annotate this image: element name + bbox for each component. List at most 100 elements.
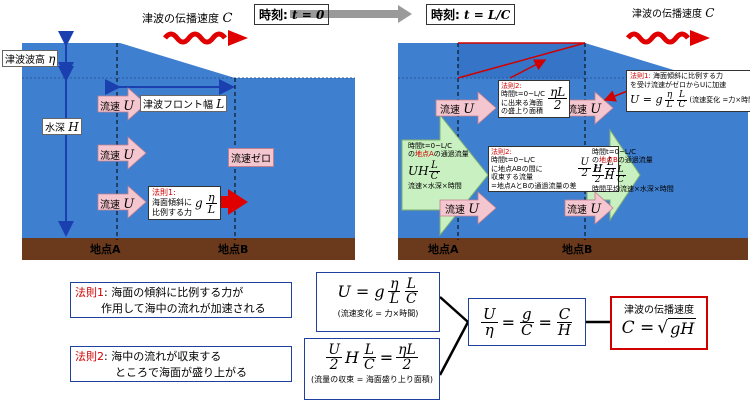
- sqrt-sign-icon: √: [657, 318, 669, 338]
- result-lhs: C =: [621, 318, 655, 338]
- inflow-den: C: [430, 170, 439, 182]
- law2-mid-box: 法則2: 時間t=0~L/C に地点ABの間に 収束する流量 =地点AとBの通過…: [488, 146, 620, 192]
- left-law1-title: 法則1:: [152, 188, 176, 197]
- result-rad: gH: [668, 318, 697, 338]
- left-flow-1: 流速 U: [100, 98, 134, 114]
- bottom-connectors: [438, 296, 610, 376]
- right-seabed: [398, 238, 748, 260]
- eq3-den2: C: [521, 320, 533, 339]
- inflow-line2: の: [408, 150, 415, 159]
- law1-right-lhs: U = g: [630, 93, 663, 107]
- outflow-num2: L: [615, 164, 626, 176]
- left-wave-icon: [163, 31, 227, 45]
- right-flow-1: 流速 U: [440, 101, 474, 117]
- depth-symbol: H: [68, 120, 79, 134]
- tsunami-speed-left-label: 津波の伝播速度 C: [142, 10, 232, 26]
- eq2-H: H: [345, 348, 359, 367]
- law2-mid-den1: 2: [581, 168, 588, 180]
- outflow-den1: 2: [594, 174, 601, 185]
- wave-height-symbol: η: [48, 52, 56, 66]
- law2-top-line3: の盛上り面積: [501, 107, 543, 116]
- eq3-eq2: =: [538, 312, 552, 332]
- eq1-den1: L: [389, 291, 399, 307]
- law1-right-den1: L: [666, 99, 673, 110]
- law1-right-title: 法則1:: [630, 72, 651, 80]
- inflow-note: 流速×水深×時間: [408, 181, 462, 190]
- left-law1-g: g: [195, 195, 203, 210]
- eq1-note: (流速変化 = 力×時間): [337, 309, 419, 318]
- front-width-text: 津波フロント幅: [143, 100, 213, 111]
- zero-flow-label: 流速ゼロ: [228, 148, 274, 167]
- depth-text: 水深: [45, 123, 65, 134]
- left-law1-line1: 海面傾斜に: [152, 198, 192, 207]
- eq1-lhs: U = g: [337, 282, 385, 301]
- t-eq-zero: t = 0: [292, 8, 325, 22]
- eq1-den2: C: [405, 291, 417, 307]
- eq2-den3: 2: [402, 357, 412, 373]
- law2-mid-num1: U: [578, 157, 591, 170]
- left-panel: [22, 30, 355, 260]
- flow-symbol: U: [590, 102, 602, 117]
- law1-right-line2: を受け流速がゼロからUに加速: [630, 80, 727, 89]
- eq2-eq: =: [379, 348, 394, 367]
- law2-top-line2: に出来る海面: [501, 98, 543, 107]
- flow-label: 流速: [567, 205, 587, 216]
- left-flow-arrows: [97, 87, 147, 219]
- law2-top-title: 法則2:: [501, 82, 522, 90]
- t-eq-LC: t = L/C: [464, 8, 511, 22]
- left-flow-3: 流速 U: [100, 196, 134, 212]
- time-label-right: 時刻:: [431, 8, 460, 22]
- time-zero-box: 時刻: t = 0: [254, 4, 330, 25]
- tsunami-speed-left-text: 津波の伝播速度: [142, 12, 219, 25]
- raised-pointer: [509, 59, 547, 79]
- eq1-num1: η: [388, 276, 401, 292]
- depth-label: 水深 H: [42, 118, 82, 135]
- inflow-formula-lead: UH: [408, 163, 429, 178]
- time-label-left: 時刻:: [259, 8, 288, 22]
- left-law1-line2: 比例する力: [152, 208, 192, 217]
- bottom-law2-box: 法則2: 海中の流れが収束する ところで海面が盛り上がる: [70, 346, 292, 382]
- flow-label: 流速: [100, 151, 120, 162]
- inflow-line1: 時間t=0~L/C: [408, 142, 453, 150]
- flow-label: 流速: [567, 105, 587, 116]
- left-pointA-label: 地点A: [90, 243, 121, 256]
- eq2-num3: ηL: [396, 342, 418, 358]
- flow-symbol: U: [123, 197, 135, 212]
- raised-slope-line: [457, 42, 586, 79]
- outflow-den2: C: [617, 174, 625, 185]
- eq3-den1: η: [484, 320, 494, 339]
- eq2-num2: L: [362, 342, 376, 358]
- flow-symbol: U: [590, 202, 602, 217]
- result-title: 津波の伝播速度: [624, 305, 694, 316]
- eq2-note: (流量の収束 = 海面盛り上り面積): [310, 375, 434, 384]
- bottom-law2-line2: ところで海面が盛り上がる: [115, 365, 247, 379]
- inflow-line2-b: の通過流量: [433, 150, 469, 159]
- front-width-symbol: L: [216, 97, 225, 111]
- result-box: 津波の伝播速度 C = √ gH: [610, 296, 708, 350]
- flow-label: 流速: [445, 205, 465, 216]
- outflow-line2-red: 地点B: [599, 156, 618, 165]
- right-flow-arrows: [435, 91, 614, 225]
- law2-mid-H: H: [592, 162, 603, 176]
- outflow-line2: の: [592, 156, 599, 165]
- left-flow-2: 流速 U: [100, 147, 134, 163]
- tsunami-speed-right-text: 津波の伝播速度: [632, 9, 702, 20]
- time-LC-box: 時刻: t = L/C: [426, 4, 516, 25]
